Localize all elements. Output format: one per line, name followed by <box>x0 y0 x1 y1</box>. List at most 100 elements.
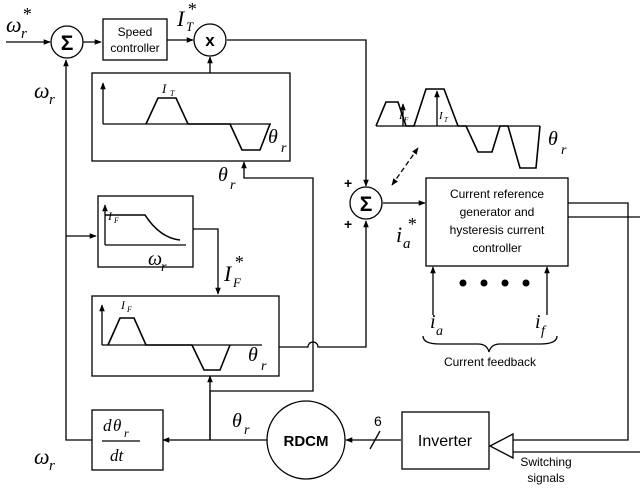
label-sub-r: r <box>230 178 236 193</box>
current-controller-block: Current reference generator and hysteres… <box>425 177 569 267</box>
controller-label-1: Current reference <box>450 187 544 201</box>
controller-label-4: controller <box>472 241 521 255</box>
rdcm-label: RDCM <box>284 433 329 450</box>
label-i: i <box>535 311 541 333</box>
torque-profile-block: I T θ r <box>91 72 291 162</box>
label-reference-speed: ω r * <box>6 4 31 42</box>
controller-label-2: generator and <box>460 205 535 219</box>
label-sub-F: F <box>113 216 119 225</box>
switching-label-1: Switching <box>520 455 571 469</box>
field-profile-block: I F θ r <box>91 295 280 377</box>
label-theta: θ <box>268 126 278 148</box>
label-I: I <box>107 209 113 223</box>
speed-controller-block: Speed controller <box>102 18 168 61</box>
label-omega: ω <box>6 12 22 37</box>
label-star: * <box>407 214 416 234</box>
combined-waveform-curve <box>375 88 541 169</box>
label-I: I <box>161 81 167 96</box>
switching-arrowhead <box>488 432 514 460</box>
label-sub-F: F <box>232 275 242 290</box>
label-sub-r: r <box>21 26 27 42</box>
field-profile-curve <box>107 317 231 371</box>
speed-controller-label-2: controller <box>110 41 159 55</box>
label-sub-r: r <box>124 426 129 440</box>
label-omega: ω <box>34 444 50 469</box>
label-phase-current-ref: i a * <box>396 214 416 252</box>
label-if-feedback: i f <box>535 311 547 339</box>
label-omega: ω <box>34 78 50 103</box>
sum-symbol: Σ <box>61 32 74 55</box>
label-theta: θ <box>232 410 242 432</box>
label-sub-F: F <box>403 116 409 124</box>
multiply-symbol: x <box>205 31 215 50</box>
label-star: * <box>234 252 243 272</box>
label-sub-r: r <box>261 359 267 374</box>
torque-component-line <box>227 39 369 187</box>
label-sub-a: a <box>403 236 411 252</box>
field-component-line <box>279 220 369 348</box>
bus-slash <box>369 430 381 450</box>
label-sub-T: T <box>170 89 175 98</box>
label-sub-r: r <box>281 141 287 156</box>
label-sub-f: f <box>541 324 547 339</box>
label-i: i <box>430 311 436 333</box>
field-weakening-curve <box>105 214 181 241</box>
label-I: I <box>120 298 126 312</box>
label-sub-r: r <box>49 458 55 474</box>
speed-feedback-line <box>63 59 92 441</box>
sum-node-current: Σ + + <box>344 175 383 232</box>
label-theta-position: θ r <box>232 410 250 438</box>
phase-count-label: 6 <box>374 413 382 429</box>
switching-label-2: signals <box>527 471 564 485</box>
multiply-node: x <box>193 23 227 57</box>
label-sub-F: F <box>126 305 132 314</box>
label-torque-current-ref: I T * <box>176 0 196 34</box>
combined-current-waveform: I F I T θ r <box>375 88 567 169</box>
label-theta: θ <box>113 416 121 435</box>
label-d: d <box>103 416 112 435</box>
label-sub-T: T <box>444 116 449 124</box>
label-field-current-ref: I F * <box>223 252 243 290</box>
label-sub-r: r <box>161 260 167 275</box>
label-sub-T: T <box>186 19 194 34</box>
label-I: I <box>223 261 233 286</box>
sum-node-speed: Σ <box>50 25 84 59</box>
gate-line-1 <box>513 202 629 441</box>
label-I: I <box>438 110 444 122</box>
label-dt: dt <box>110 446 125 465</box>
label-I: I <box>398 110 404 122</box>
label-i: i <box>396 222 402 247</box>
label-sub-r: r <box>561 143 567 158</box>
controller-label-3: hysteresis current <box>450 223 545 237</box>
derivative-block: d θ r dt <box>91 409 164 471</box>
feedback-ellipsis <box>459 279 530 287</box>
label-sub-r: r <box>49 92 55 108</box>
label-star: * <box>187 0 196 19</box>
correspondence-arrow <box>391 147 419 186</box>
speed-controller-label-1: Speed <box>118 25 153 39</box>
label-feedback-speed: ω r <box>34 78 55 108</box>
current-feedback-brace <box>422 335 558 353</box>
label-theta: θ <box>548 128 558 150</box>
label-sub-a: a <box>436 324 443 339</box>
signal-lines <box>6 37 640 460</box>
inverter-block: Inverter <box>401 411 490 470</box>
torque-profile-curve <box>145 97 271 151</box>
rdcm-motor: RDCM <box>266 400 346 480</box>
label-star: * <box>22 4 31 24</box>
sum-symbol: Σ <box>360 193 373 216</box>
field-current-block: I F ω r <box>97 195 194 275</box>
plus-sign-bottom: + <box>344 216 352 232</box>
inverter-label: Inverter <box>418 433 473 450</box>
label-ia-feedback: i a <box>430 311 443 339</box>
current-feedback-label: Current feedback <box>444 355 537 369</box>
plus-sign-top: + <box>344 175 352 191</box>
label-omega: ω <box>148 248 162 270</box>
label-speed-output: ω r <box>34 444 55 474</box>
label-I: I <box>176 6 186 31</box>
label-theta: θ <box>248 344 258 366</box>
label-theta-top: θ r <box>218 164 236 193</box>
field-ref-line <box>193 228 221 295</box>
label-sub-r: r <box>244 423 250 438</box>
